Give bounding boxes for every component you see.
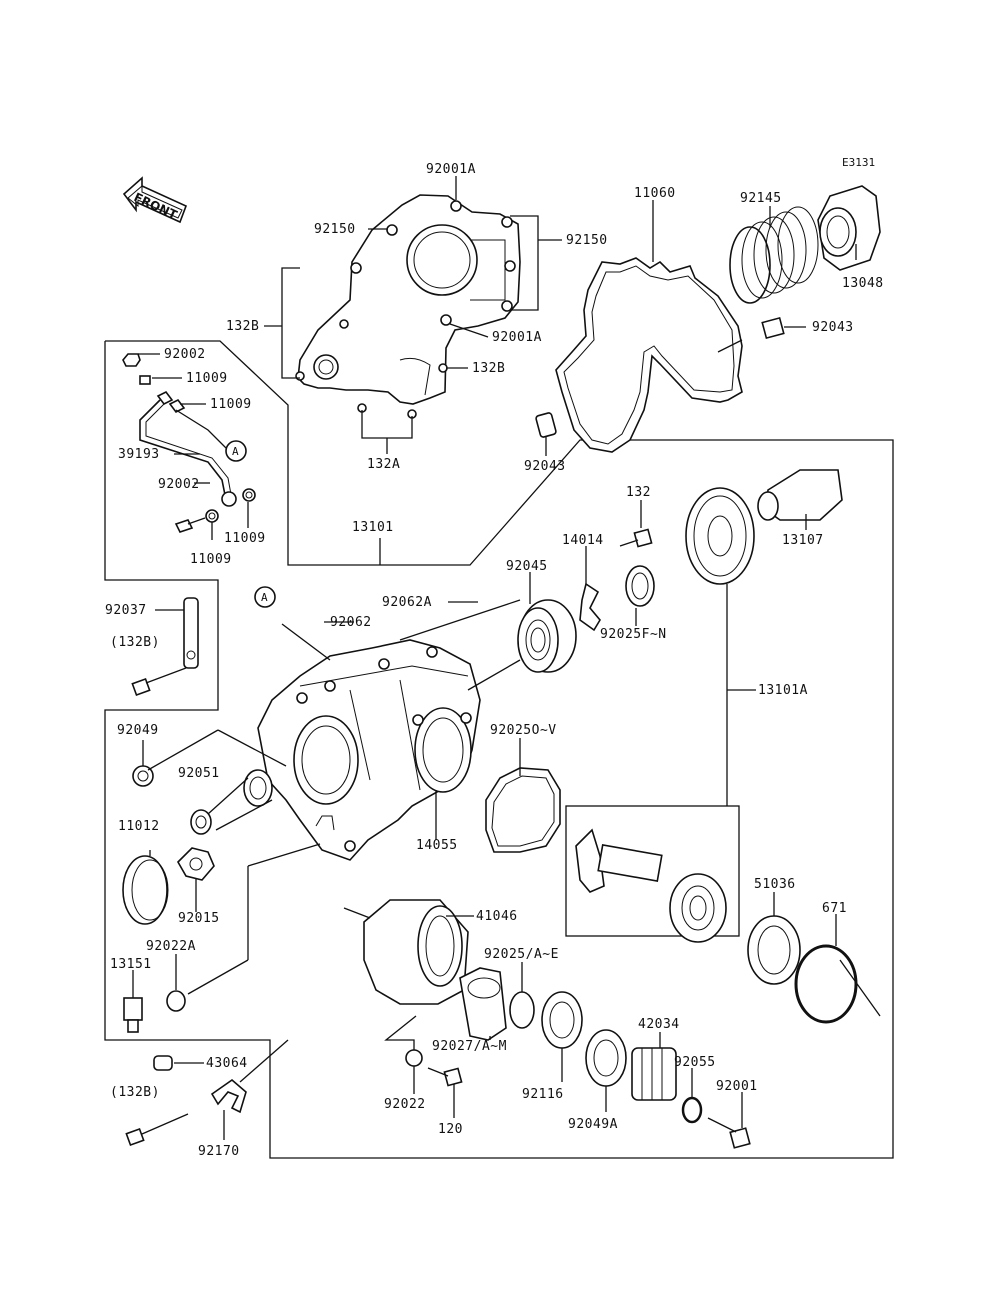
label-92025A: 92025/A~E — [484, 947, 559, 962]
callout-a-lower: A — [254, 586, 276, 608]
label-13107: 13107 — [782, 533, 824, 548]
bolt-120 — [427, 1067, 463, 1087]
label-92027: 92027/A~M — [432, 1039, 507, 1054]
bushing-92043-right — [761, 316, 785, 340]
final-gear-case — [257, 639, 481, 861]
label-132B-paren-2: (132B) — [110, 1085, 160, 1100]
label-92062: 92062 — [330, 615, 372, 630]
spacer-92027 — [459, 967, 507, 1041]
label-92049: 92049 — [117, 723, 159, 738]
coupling-42034 — [631, 1047, 677, 1101]
seal-51036 — [747, 915, 801, 985]
label-13101: 13101 — [352, 520, 394, 535]
label-14055: 14055 — [416, 838, 458, 853]
oil-pipe-39193 — [122, 353, 256, 533]
plate-14014 — [579, 528, 653, 632]
label-132B-left: 132B — [226, 319, 259, 334]
label-132-top: 132 — [626, 485, 651, 500]
rear-cover-132B — [295, 194, 521, 419]
label-92150-right: 92150 — [566, 233, 608, 248]
bearing-92116 — [541, 991, 583, 1049]
leader-lines — [132, 176, 857, 1140]
label-11060: 11060 — [634, 186, 676, 201]
assembly-frames — [104, 340, 894, 1159]
bolt-92001 — [707, 1117, 751, 1149]
sensor-13151 — [123, 997, 143, 1033]
label-14014: 14014 — [562, 533, 604, 548]
label-92043-right: 92043 — [812, 320, 854, 335]
label-41046: 41046 — [476, 909, 518, 924]
pinion-gear-assembly — [575, 828, 727, 943]
label-92002-top: 92002 — [164, 347, 206, 362]
label-11009-d: 11009 — [190, 552, 232, 567]
label-92145: 92145 — [740, 191, 782, 206]
ring-92055 — [681, 1096, 703, 1124]
label-11009-a: 11009 — [186, 371, 228, 386]
label-92022: 92022 — [384, 1097, 426, 1112]
label-13151: 13151 — [110, 957, 152, 972]
label-671: 671 — [822, 901, 847, 916]
label-92116: 92116 — [522, 1087, 564, 1102]
label-92045: 92045 — [506, 559, 548, 574]
bracket-92037 — [131, 597, 199, 697]
bracket-43064 — [153, 1055, 173, 1071]
label-13101A: 13101A — [758, 683, 808, 698]
seal-92049A — [585, 1029, 627, 1087]
label-92025F: 92025F~N — [600, 627, 667, 642]
coupling-13048 — [817, 185, 881, 271]
part-labels: 92001A 92150 92150 11060 92145 13048 132… — [105, 162, 884, 1159]
label-92022A: 92022A — [146, 939, 196, 954]
label-120: 120 — [438, 1122, 463, 1137]
bushing-92043-left — [535, 412, 557, 438]
clamp-92170 — [125, 1078, 247, 1147]
diagram-code: E3131 — [842, 156, 875, 169]
label-92015: 92015 — [178, 911, 220, 926]
o-ring-671 — [794, 944, 881, 1024]
washer-92051 — [190, 809, 212, 835]
label-92170: 92170 — [198, 1144, 240, 1159]
seal-small-housing — [243, 769, 273, 807]
label-92025O: 92025O~V — [490, 723, 557, 738]
shim-92025A — [509, 991, 535, 1029]
seal-92025F — [625, 565, 655, 607]
svg-text:A: A — [261, 591, 268, 604]
cap-11012 — [122, 855, 169, 925]
label-92055: 92055 — [674, 1055, 716, 1070]
label-11012: 11012 — [118, 819, 160, 834]
label-11009-b: 11009 — [210, 397, 252, 412]
label-132B-paren-1: (132B) — [110, 635, 160, 650]
label-92150-left: 92150 — [314, 222, 356, 237]
washer-92022 — [405, 1049, 423, 1067]
ring-gear-13107 — [685, 469, 843, 585]
label-92037: 92037 — [105, 603, 147, 618]
housing-41046 — [343, 899, 469, 1005]
nut-92015 — [177, 847, 215, 881]
bearing-92045 — [517, 599, 577, 673]
label-43064: 43064 — [206, 1056, 248, 1071]
label-42034: 42034 — [638, 1017, 680, 1032]
cover-plate-92025O — [485, 767, 561, 853]
label-92001A-top: 92001A — [426, 162, 476, 177]
label-92001: 92001 — [716, 1079, 758, 1094]
front-direction-arrow: FRONT — [122, 176, 188, 224]
label-51036: 51036 — [754, 877, 796, 892]
callout-a-upper: A — [175, 409, 247, 462]
svg-text:A: A — [232, 445, 239, 458]
label-92043-left: 92043 — [524, 459, 566, 474]
washer-92022A — [166, 990, 186, 1012]
label-92051: 92051 — [178, 766, 220, 781]
label-39193: 39193 — [118, 447, 160, 462]
gasket-11060 — [555, 257, 743, 453]
spring-92145 — [729, 206, 819, 304]
label-132B-right: 132B — [472, 361, 505, 376]
label-11009-c: 11009 — [224, 531, 266, 546]
label-92001A-mid: 92001A — [492, 330, 542, 345]
label-13048: 13048 — [842, 276, 884, 291]
label-92049A: 92049A — [568, 1117, 618, 1132]
label-92002-low: 92002 — [158, 477, 200, 492]
label-92062A: 92062A — [382, 595, 432, 610]
label-132A: 132A — [367, 457, 400, 472]
